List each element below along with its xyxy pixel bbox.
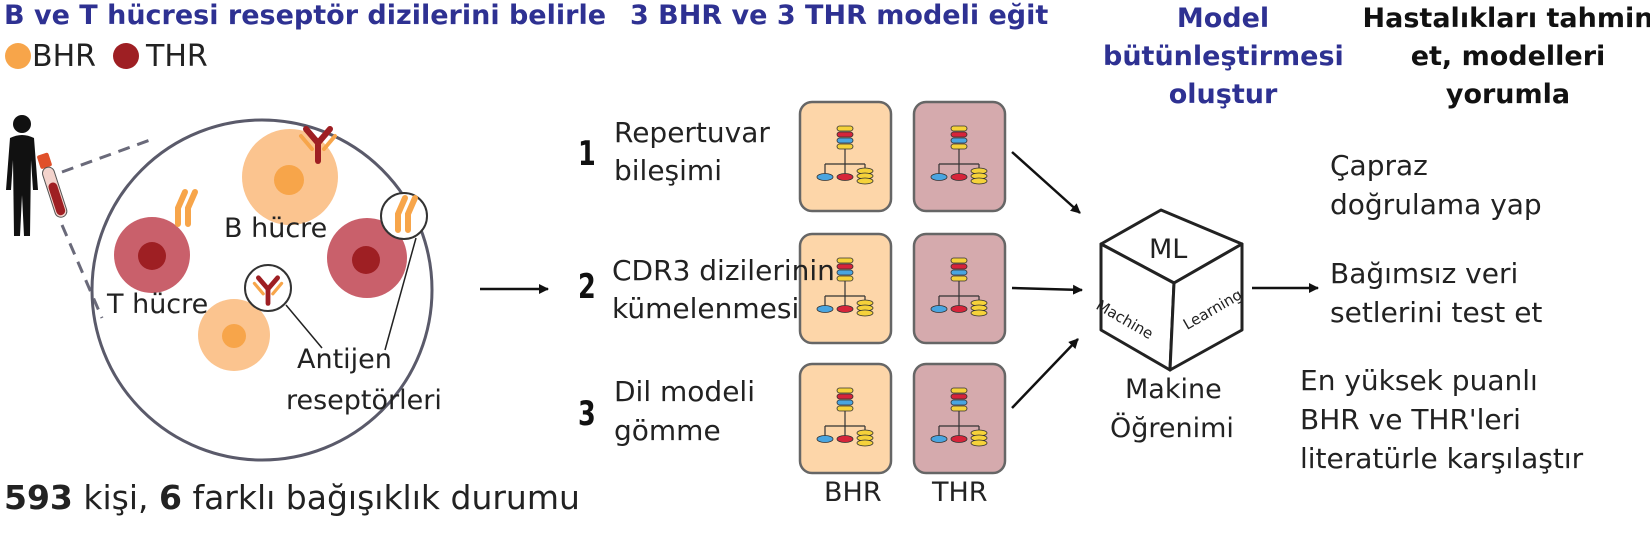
ml-cube-icon: [1099, 208, 1244, 372]
heading-step4: Hastalıkları tahmin et, modelleri yoruml…: [1362, 3, 1650, 110]
t-cell-right: [327, 218, 407, 298]
zoom-line-top: [61, 138, 151, 174]
antigen-label-line1: Antijen: [297, 344, 392, 375]
ml-caption-line2: Öğrenimi: [1110, 413, 1234, 444]
column-label-bhr: BHR: [824, 477, 882, 508]
b-cell-label: B hücre: [224, 213, 328, 244]
cohort-summary: 593 kişi, 6 farklı bağışıklık durumu: [4, 478, 580, 517]
heading-step3: Model bütünleştirmesi oluştur: [1103, 3, 1344, 110]
b-cell-top: [242, 129, 338, 225]
model-2-line1: CDR3 dizilerinin: [612, 254, 835, 287]
cohort-state-count: 6: [159, 478, 182, 517]
model-1-line2: bileşimi: [614, 154, 722, 187]
legend-bhr-dot: [5, 43, 31, 69]
cohort-people-text: kişi,: [72, 478, 159, 517]
cube-top-label: ML: [1149, 234, 1188, 265]
outcome-3-line3: literatürle karşılaştır: [1300, 442, 1584, 475]
outcome-1-line2: doğrulama yap: [1330, 188, 1542, 221]
model-number-1: 1: [578, 134, 596, 174]
tcr-icon: [178, 192, 195, 224]
model-number-2: 2: [578, 267, 596, 307]
model-number-3: 3: [578, 394, 596, 434]
ml-caption-line1: Makine: [1125, 374, 1222, 405]
heading-step2: 3 BHR ve 3 THR modeli eğit: [630, 0, 1049, 31]
heading-step1: B ve T hücresi reseptör dizilerini belir…: [4, 0, 607, 31]
model-2-line2: kümelenmesi: [612, 292, 800, 325]
arrow-model3-to-ml: [1011, 338, 1079, 409]
cell-sample-circle: [90, 118, 434, 462]
zoom-line-bottom: [60, 224, 104, 319]
model-grid: [798, 100, 1007, 475]
antigen-label-line2: reseptörleri: [286, 385, 442, 416]
model-3-line2: gömme: [614, 414, 721, 447]
outcome-2-line2: setlerini test et: [1330, 296, 1543, 329]
person-silhouette-icon: [6, 115, 38, 236]
model-3-line1: Dil modeli: [614, 375, 755, 408]
b-cell-bottom: [198, 299, 270, 371]
pointer-line-1: [285, 304, 323, 349]
t-cell-left: [114, 217, 190, 293]
outcome-3-line2: BHR ve THR'leri: [1300, 403, 1521, 436]
outcome-2-line1: Bağımsız veri: [1330, 257, 1519, 290]
t-cell-label: T hücre: [107, 289, 209, 320]
column-label-thr: THR: [932, 477, 988, 508]
legend-thr-label: THR: [146, 39, 208, 74]
legend-bhr-label: BHR: [32, 39, 96, 74]
tcr-zoom-circle: [380, 192, 428, 240]
cohort-state-text: farklı bağışıklık durumu: [181, 478, 580, 517]
blood-tube-icon: [37, 152, 68, 218]
legend-thr-dot: [113, 43, 139, 69]
outcome-1-line1: Çapraz: [1330, 149, 1428, 182]
arrow-model1-to-ml: [1011, 151, 1081, 214]
outcome-3-line1: En yüksek puanlı: [1300, 364, 1538, 397]
pointer-line-2: [384, 237, 417, 351]
model-1-line1: Repertuvar: [614, 116, 770, 149]
cohort-people-count: 593: [4, 478, 73, 517]
arrow-model2-to-ml: [1011, 284, 1083, 295]
